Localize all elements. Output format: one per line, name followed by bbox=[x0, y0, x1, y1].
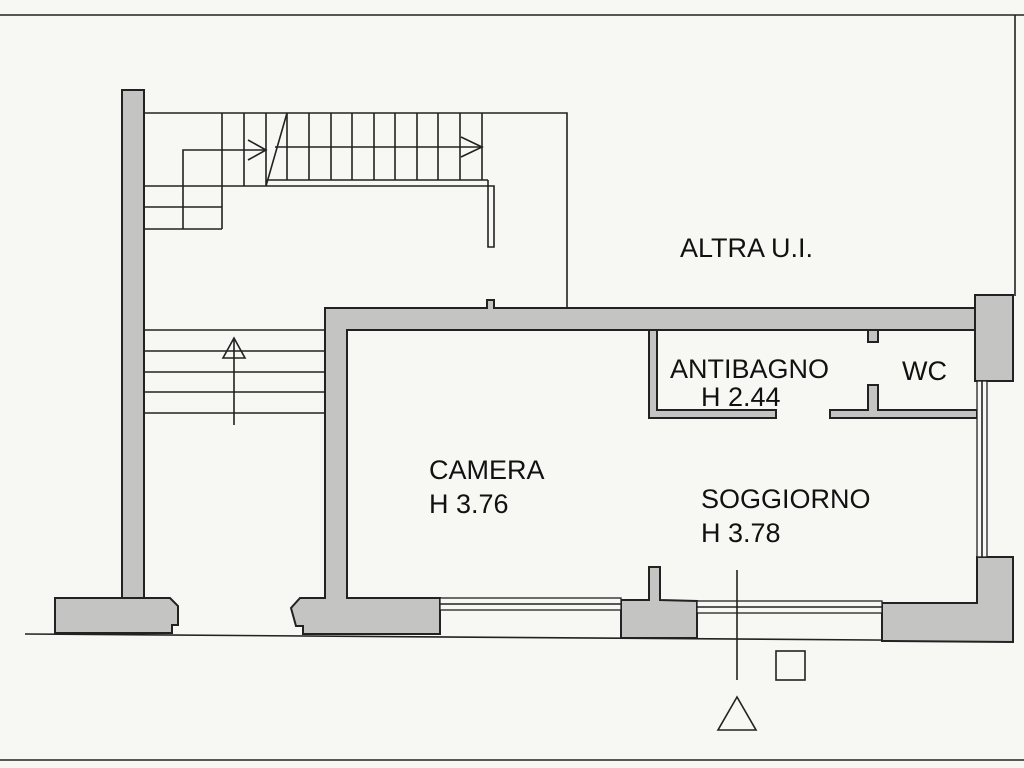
arrow-icon bbox=[247, 139, 268, 161]
label-wc: WC bbox=[902, 356, 947, 386]
section-marker bbox=[716, 570, 806, 731]
label-soggiorno-height: H 3.78 bbox=[701, 518, 781, 548]
facade-line bbox=[24, 633, 1014, 642]
label-camera: CAMERA bbox=[429, 455, 545, 485]
wc-wall bbox=[829, 384, 978, 419]
triangle-icon bbox=[716, 695, 758, 731]
main-wall bbox=[289, 299, 976, 635]
label-other-unit: ALTRA U.I. bbox=[680, 233, 813, 263]
left-footing bbox=[54, 597, 179, 634]
left-wall bbox=[121, 89, 145, 601]
right-pillar-top bbox=[974, 294, 1014, 382]
antibagno-wall-left bbox=[648, 329, 777, 419]
label-antibagno: ANTIBAGNO bbox=[670, 354, 829, 384]
arrow-icon bbox=[460, 136, 484, 158]
right-pillar-bottom bbox=[881, 556, 1014, 644]
up-arrow-icon bbox=[221, 336, 247, 359]
stair-lower bbox=[144, 329, 325, 425]
label-camera-height: H 3.76 bbox=[429, 489, 509, 519]
stair-upper bbox=[144, 112, 568, 308]
wall-stub bbox=[867, 329, 879, 343]
center-pillar bbox=[620, 566, 698, 639]
walls bbox=[54, 89, 1014, 644]
square-icon bbox=[775, 650, 806, 681]
label-antibagno-height: H 2.44 bbox=[701, 382, 781, 412]
label-soggiorno: SOGGIORNO bbox=[701, 484, 871, 514]
